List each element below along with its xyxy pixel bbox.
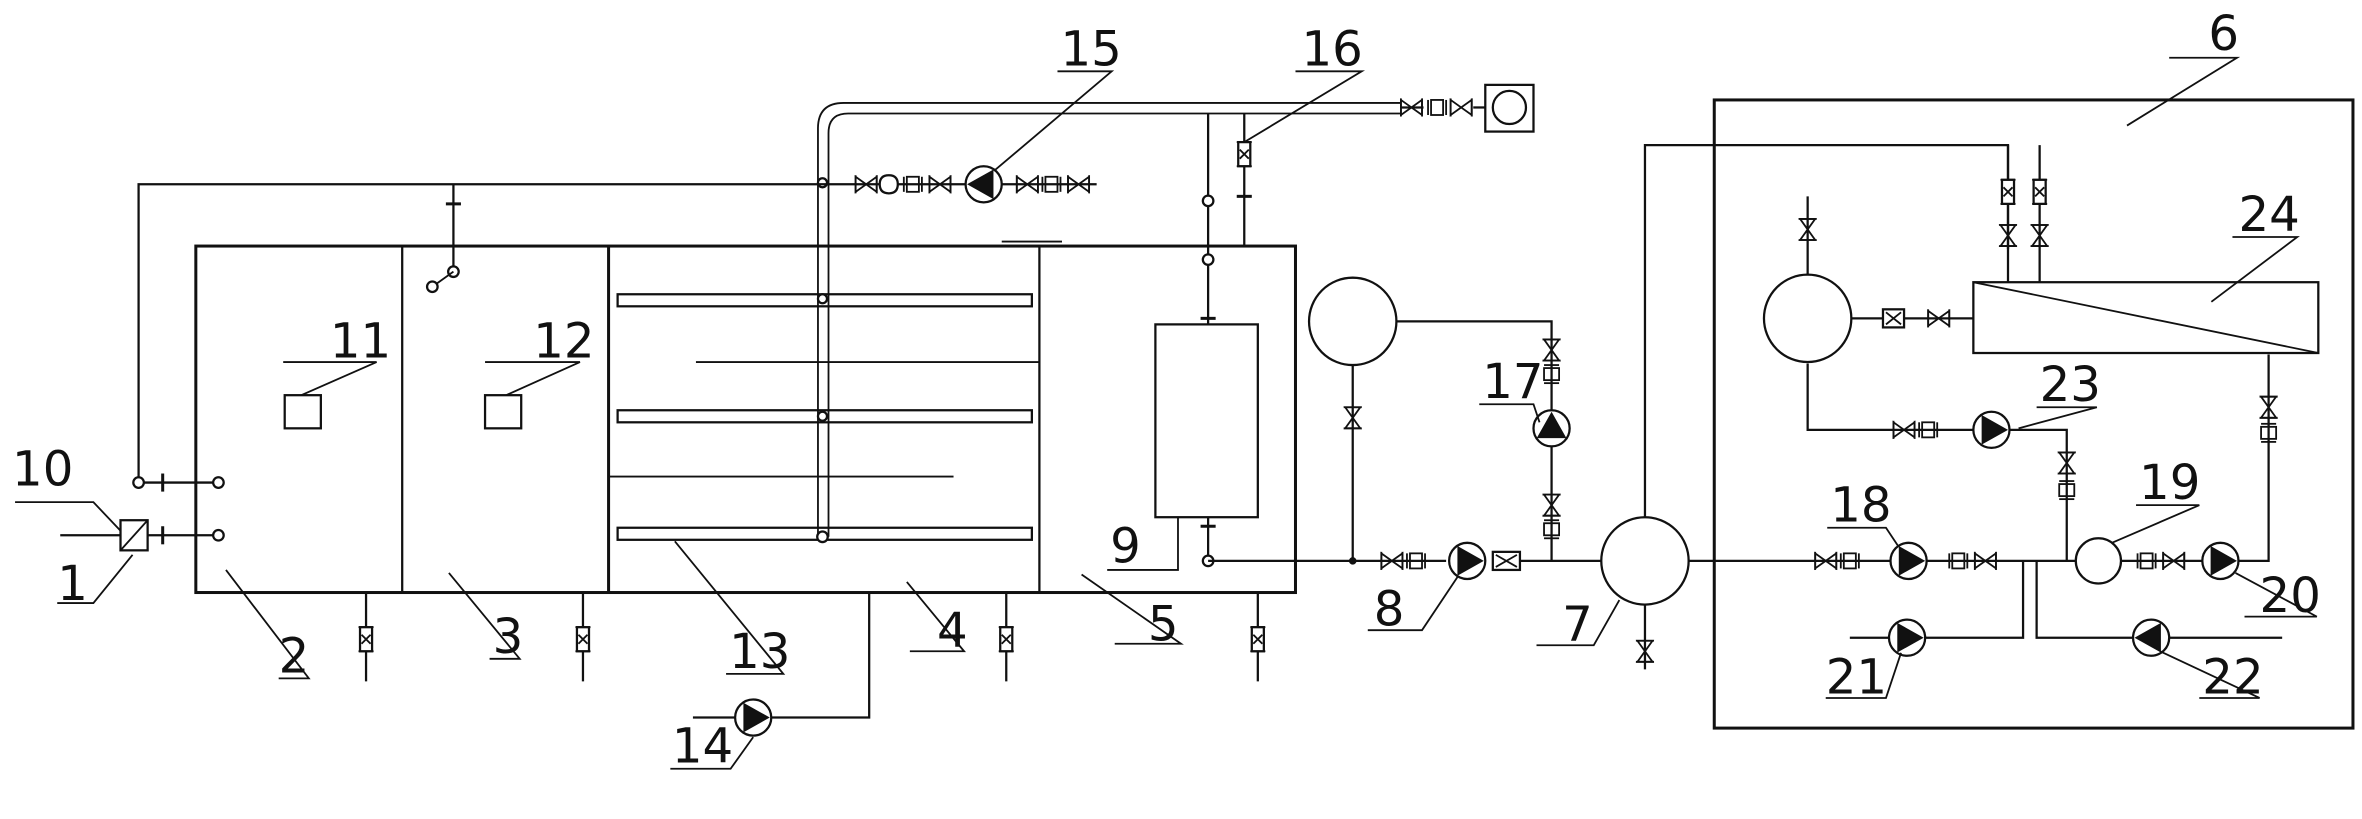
label-8: 8 xyxy=(1374,582,1405,638)
sensor-11 xyxy=(283,394,322,430)
label-20: 20 xyxy=(2260,568,2321,624)
label-23: 23 xyxy=(2040,357,2101,413)
label-19: 19 xyxy=(2139,455,2200,511)
bottom-drains xyxy=(357,592,1267,682)
leader-lines xyxy=(15,56,2318,770)
tank-train xyxy=(194,240,1297,595)
label-18: 18 xyxy=(1830,478,1891,534)
membrane-vessel-9 xyxy=(1154,323,1259,519)
label-11: 11 xyxy=(330,314,391,370)
label-5: 5 xyxy=(1148,597,1179,653)
recirculation-line xyxy=(137,165,1097,483)
air-blower xyxy=(1400,83,1535,133)
tank-7 xyxy=(1600,516,1690,606)
buffer-tank xyxy=(1307,276,1398,367)
label-15: 15 xyxy=(1060,21,1121,77)
label-14: 14 xyxy=(672,719,733,775)
label-3: 3 xyxy=(493,609,524,665)
label-22: 22 xyxy=(2202,649,2263,705)
unit-6-enclosure xyxy=(1712,98,2355,730)
label-16: 16 xyxy=(1302,21,1363,77)
label-24: 24 xyxy=(2238,187,2299,243)
inlet-assembly xyxy=(60,473,225,552)
label-1: 1 xyxy=(57,556,88,612)
label-21: 21 xyxy=(1826,649,1887,705)
label-17: 17 xyxy=(1482,354,1543,410)
label-9: 9 xyxy=(1110,518,1141,574)
label-2: 2 xyxy=(279,628,310,684)
label-13: 13 xyxy=(729,624,790,680)
tank-box-left xyxy=(1762,273,1853,364)
label-6: 6 xyxy=(2208,6,2239,62)
label-12: 12 xyxy=(533,314,594,370)
label-7: 7 xyxy=(1562,597,1593,653)
label-10: 10 xyxy=(12,442,73,498)
tank-19 xyxy=(2074,537,2123,585)
sensor-12 xyxy=(483,394,523,430)
label-4: 4 xyxy=(937,603,968,659)
